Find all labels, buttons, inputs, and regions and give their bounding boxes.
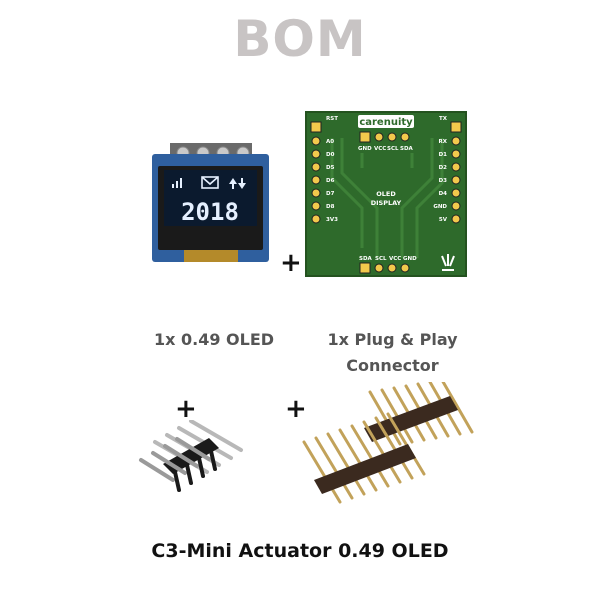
left-pin-label-3: D0 [326,152,335,158]
left-pin-label-1: RST [326,116,338,122]
plus-sign-2: + [175,394,197,424]
left-pin-label-2: A0 [326,139,334,145]
brand-logo: carenuity [359,117,413,128]
right-pin-label-1: TX [439,116,448,122]
board-logo-icon [441,254,455,271]
bottom-pin-header [359,262,410,274]
signal-icon [172,178,182,188]
left-pin-label-8: 3V3 [326,217,338,223]
right-pin-label-2: RX [439,139,448,145]
page-title: BOM [233,10,367,68]
bottom-pin-label-4: GND [403,256,417,262]
top-pin-label-4: SDA [400,146,414,152]
mail-icon [201,176,219,189]
oled-label: 1x 0.49 OLED [153,330,275,349]
pin-header-8-b [302,412,426,504]
bottom-pin-label-1: SDA [359,256,373,262]
left-pin-label-6: D7 [326,191,335,197]
top-pin-label-3: SCL [387,146,399,152]
pin-header-8-a [364,382,474,446]
pcb-traces [330,138,444,258]
pin-header-4-image [139,420,243,492]
right-pin-label-6: D4 [439,191,448,197]
oled-screen-text: 2018 [181,198,239,226]
center-label-1: OLED [376,190,396,198]
right-pin-label-8: 5V [439,217,448,223]
pin-headers-8-image [302,382,474,504]
right-pin-header [450,121,462,224]
transfer-arrows-icon [229,178,246,189]
connector-label-line-1: 1x Plug & Play [327,330,458,349]
product-name: C3-Mini Actuator 0.49 OLED [151,540,449,562]
bottom-pin-label-2: SCL [375,256,387,262]
left-pin-label-5: D6 [326,178,335,184]
right-pin-label-7: GND [433,204,447,210]
top-pin-header [359,131,410,143]
left-pin-label-7: D8 [326,204,335,210]
right-pin-label-4: D2 [439,165,448,171]
right-pin-label-5: D3 [439,178,448,184]
brand-box [358,115,414,128]
right-pin-label-3: D1 [439,152,448,158]
oled-module-image: 2018 [152,143,269,262]
connector-pcb-image: carenuity GND VCC SCL SDA OLED DISPLAY S… [305,111,467,277]
plus-sign-3: + [285,394,307,424]
left-pin-label-4: D5 [326,165,335,171]
connector-label-line-2: Connector [346,356,439,375]
plus-sign-1: + [280,248,302,278]
top-pin-label-2: VCC [374,146,386,152]
pin-header-4-housing [163,438,219,474]
oled-ribbon [184,250,238,262]
center-label-2: DISPLAY [371,199,402,207]
left-pin-header [310,121,322,224]
top-pin-label-1: GND [358,146,372,152]
bottom-pin-label-3: VCC [389,256,401,262]
